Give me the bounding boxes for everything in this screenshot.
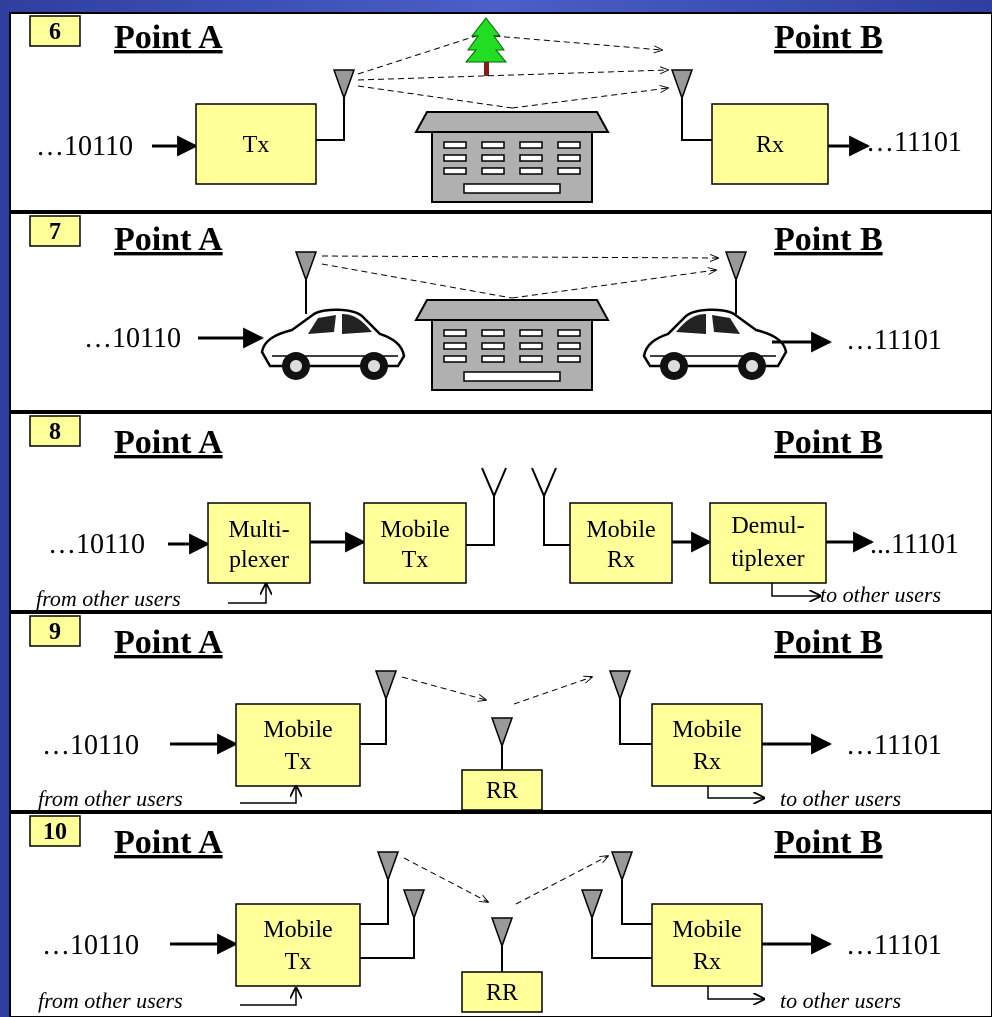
panel-8-mobile-tx-box (363, 502, 467, 584)
panel-6-output-bits: …11101 (866, 127, 962, 158)
panel-7-input-bits: …10110 (84, 323, 181, 354)
panel-10-mobile-rx-box (651, 903, 763, 987)
panel-9-point-a: Point A (114, 624, 223, 661)
panel-6-rx-label: Rx (756, 132, 784, 158)
panel-8-output-bits: ...11101 (870, 529, 959, 560)
panel-10-number-box (29, 815, 81, 847)
panel-8-multiplexer-box (207, 502, 311, 584)
panel-8-multiplexer-label-2: plexer (229, 547, 289, 573)
panel-8-demultiplexer-label-1: Demul- (731, 513, 804, 539)
panel-8-input-bits: …10110 (48, 529, 145, 560)
panel-8-mobile-tx-label-1: Mobile (380, 517, 449, 543)
panel-8-rx-feed (543, 496, 570, 546)
panel-8: 8 Point A Point B …10110 Multi- plexer M… (9, 412, 992, 612)
panel-10-output-bits: …11101 (846, 930, 942, 961)
panel-9-from-arrow (240, 786, 296, 804)
panel-6-point-a: Point A (114, 19, 223, 56)
panel-8-from-arrow (228, 584, 266, 604)
panel-8-from-other-users: from other users (36, 586, 181, 611)
panel-10-relay-signals (403, 856, 608, 905)
panel-6-tx-label: Tx (243, 132, 270, 158)
panel-9-rr-box (461, 769, 543, 811)
panel-6-input-bits: …10110 (36, 131, 133, 162)
panel-8-rx-antenna-icon (531, 467, 557, 497)
panel-8-to-other-users: to other users (820, 582, 941, 607)
panel-8-mobile-rx-label-1: Mobile (586, 517, 655, 543)
panel-10-rr-label: RR (486, 980, 518, 1006)
panel-9-rx-feed (619, 699, 652, 745)
panel-7-multipath-signals (321, 256, 718, 299)
panel-10-mobile-rx-label-1: Mobile (672, 917, 741, 943)
panel-6-rx-box (711, 103, 829, 185)
panel-9-mobile-tx-label-2: Tx (285, 749, 312, 775)
panel-8-multiplexer-label-1: Multi- (228, 517, 289, 543)
panel-10-mobile-tx-box (235, 903, 361, 987)
panel-6-number-box (29, 15, 81, 47)
panel-6-point-b: Point B (774, 19, 883, 56)
panel-9-number-box (29, 615, 81, 647)
panel-10-mobile-tx-label-1: Mobile (263, 917, 332, 943)
panel-10-tx-feed-1 (360, 880, 389, 925)
panel-6-rx-feed (681, 98, 712, 141)
panel-9-to-arrow (707, 786, 764, 798)
panel-10-from-other-users: from other users (38, 988, 183, 1013)
panel-9-rr-label: RR (486, 778, 518, 804)
panel-9-mobile-rx-label-2: Rx (693, 749, 721, 775)
panel-6-tx-feed (316, 98, 345, 141)
panel-9-tx-feed (360, 699, 387, 745)
panel-10-point-b: Point B (774, 824, 883, 861)
panel-9-mobile-tx-label-1: Mobile (263, 717, 332, 743)
panel-8-to-arrow (771, 583, 820, 596)
panel-10-tx-feed-2 (360, 918, 415, 959)
panel-10-from-arrow (240, 988, 296, 1006)
panel-8-mobile-rx-label-2: Rx (607, 547, 635, 573)
panel-9: 9 Point A Point B …10110 Mobile Tx RR Mo… (9, 612, 992, 812)
panel-9-point-b: Point B (774, 624, 883, 661)
panel-6: 6 Point A Point B …10110 Tx Rx …11101 (9, 12, 992, 212)
panel-9-relay-signals (401, 677, 592, 705)
panel-8-mobile-tx-label-2: Tx (402, 547, 429, 573)
panel-10-mobile-tx-label-2: Tx (285, 949, 312, 975)
panel-9-output-bits: …11101 (846, 730, 942, 761)
panel-10-number: 10 (43, 819, 67, 845)
panel-10-mobile-rx-label-2: Rx (693, 949, 721, 975)
panel-6-building-icon (415, 111, 609, 203)
panel-10-to-arrow (707, 986, 764, 999)
panel-7-point-b: Point B (774, 221, 883, 258)
panel-8-tx-antenna-icon (481, 467, 507, 497)
panel-8-point-b: Point B (774, 424, 883, 461)
panel-9-number: 9 (49, 619, 61, 645)
panel-8-background (9, 412, 992, 612)
panel-10-point-a: Point A (114, 824, 223, 861)
panel-7: 7 Point A Point B …10110 …11101 (9, 212, 992, 412)
panel-7-output-bits: …11101 (846, 325, 942, 356)
panel-10-rx-feed-2 (591, 918, 652, 959)
panel-6-number: 6 (49, 19, 61, 45)
panel-10-to-other-users: to other users (780, 988, 901, 1013)
panel-9-mobile-rx-label-1: Mobile (672, 717, 741, 743)
panel-10-input-bits: …10110 (42, 930, 139, 961)
panel-8-point-a: Point A (114, 424, 223, 461)
panel-7-point-a: Point A (114, 221, 223, 258)
panel-9-input-bits: …10110 (42, 730, 139, 761)
panel-8-number: 8 (49, 419, 61, 445)
panel-9-from-other-users: from other users (38, 786, 183, 811)
panel-7-number: 7 (49, 219, 61, 245)
panel-10-rr-box (461, 971, 543, 1013)
panel-6-tx-box (195, 103, 317, 185)
panel-8-number-box (29, 415, 81, 447)
panel-8-mobile-rx-box (569, 502, 673, 584)
panel-7-building-icon (415, 299, 609, 391)
panel-9-to-other-users: to other users (780, 786, 901, 811)
panel-10-rx-feed-1 (621, 880, 652, 925)
panel-10: 10 Point A Point B …10110 Mobile Tx RR M… (9, 812, 992, 1017)
panel-6-multipath-signals (357, 35, 668, 109)
panel-8-demultiplexer-label-2: tiplexer (731, 546, 804, 572)
panel-8-tx-feed (466, 496, 495, 546)
panel-7-number-box (29, 215, 81, 247)
